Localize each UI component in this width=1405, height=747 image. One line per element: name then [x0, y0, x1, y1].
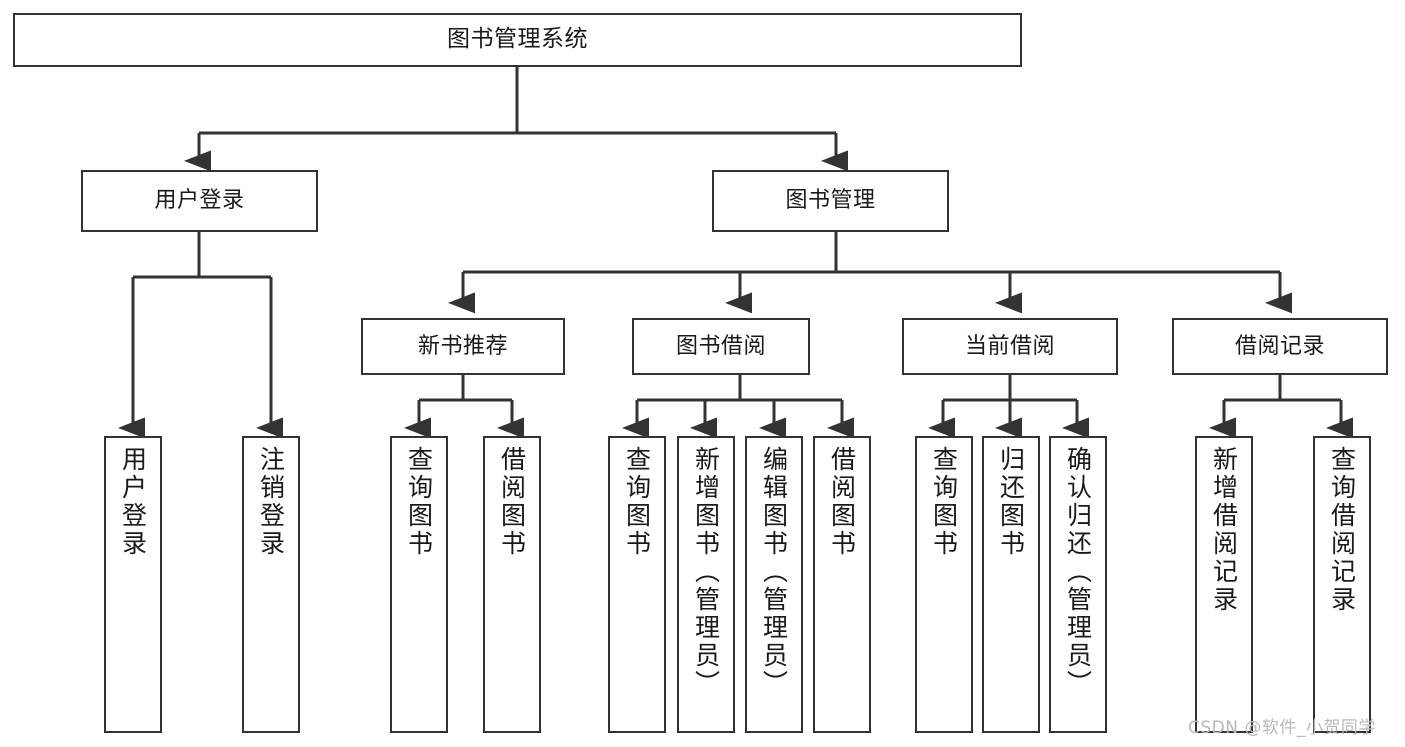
node-label: 图书借阅	[675, 333, 766, 359]
node-label: 用户登录	[154, 188, 245, 214]
node-label: 用户登录	[118, 446, 148, 558]
node-label: 确认归还（管理员）	[1063, 446, 1093, 698]
node-label: 查询图书	[622, 446, 652, 558]
node-book-management[interactable]: 图书管理	[712, 170, 949, 232]
node-user-login[interactable]: 用户登录	[81, 170, 318, 232]
node-label: 图书管理	[785, 188, 876, 214]
leaf-confirm-return-admin[interactable]: 确认归还（管理员）	[1049, 436, 1107, 733]
leaf-return-book[interactable]: 归还图书	[982, 436, 1040, 733]
leaf-query-borrow-record[interactable]: 查询借阅记录	[1313, 436, 1371, 733]
node-label: 新增图书（管理员）	[691, 446, 721, 698]
node-book-borrow[interactable]: 图书借阅	[632, 318, 810, 375]
leaf-borrow-book-recommend[interactable]: 借阅图书	[483, 436, 541, 733]
leaf-edit-book-admin[interactable]: 编辑图书（管理员）	[745, 436, 803, 733]
node-label: 注销登录	[256, 446, 286, 558]
leaf-add-book-admin[interactable]: 新增图书（管理员）	[677, 436, 735, 733]
node-label: 查询图书	[404, 446, 434, 558]
leaf-borrow-book[interactable]: 借阅图书	[813, 436, 871, 733]
node-label: 归还图书	[996, 446, 1026, 558]
node-label: 查询借阅记录	[1327, 446, 1357, 614]
node-label: 借阅记录	[1234, 333, 1325, 359]
watermark: CSDN @软件_小贺同学	[1188, 718, 1376, 738]
leaf-query-book-current[interactable]: 查询图书	[915, 436, 973, 733]
node-label: 当前借阅	[964, 333, 1055, 359]
node-label: 新增借阅记录	[1209, 446, 1239, 614]
node-label: 图书管理系统	[447, 26, 588, 53]
node-label: 查询图书	[929, 446, 959, 558]
node-label: 借阅图书	[497, 446, 527, 558]
node-borrow-record[interactable]: 借阅记录	[1172, 318, 1388, 375]
leaf-query-book-recommend[interactable]: 查询图书	[390, 436, 448, 733]
leaf-logout[interactable]: 注销登录	[242, 436, 300, 733]
node-label: 编辑图书（管理员）	[759, 446, 789, 698]
node-label: 借阅图书	[827, 446, 857, 558]
leaf-user-login[interactable]: 用户登录	[104, 436, 162, 733]
leaf-query-book-borrow[interactable]: 查询图书	[608, 436, 666, 733]
node-root-book-management-system[interactable]: 图书管理系统	[13, 13, 1022, 67]
node-label: 新书推荐	[417, 333, 508, 359]
node-current-borrow[interactable]: 当前借阅	[902, 318, 1118, 375]
leaf-add-borrow-record[interactable]: 新增借阅记录	[1195, 436, 1253, 733]
node-new-book-recommend[interactable]: 新书推荐	[361, 318, 565, 375]
